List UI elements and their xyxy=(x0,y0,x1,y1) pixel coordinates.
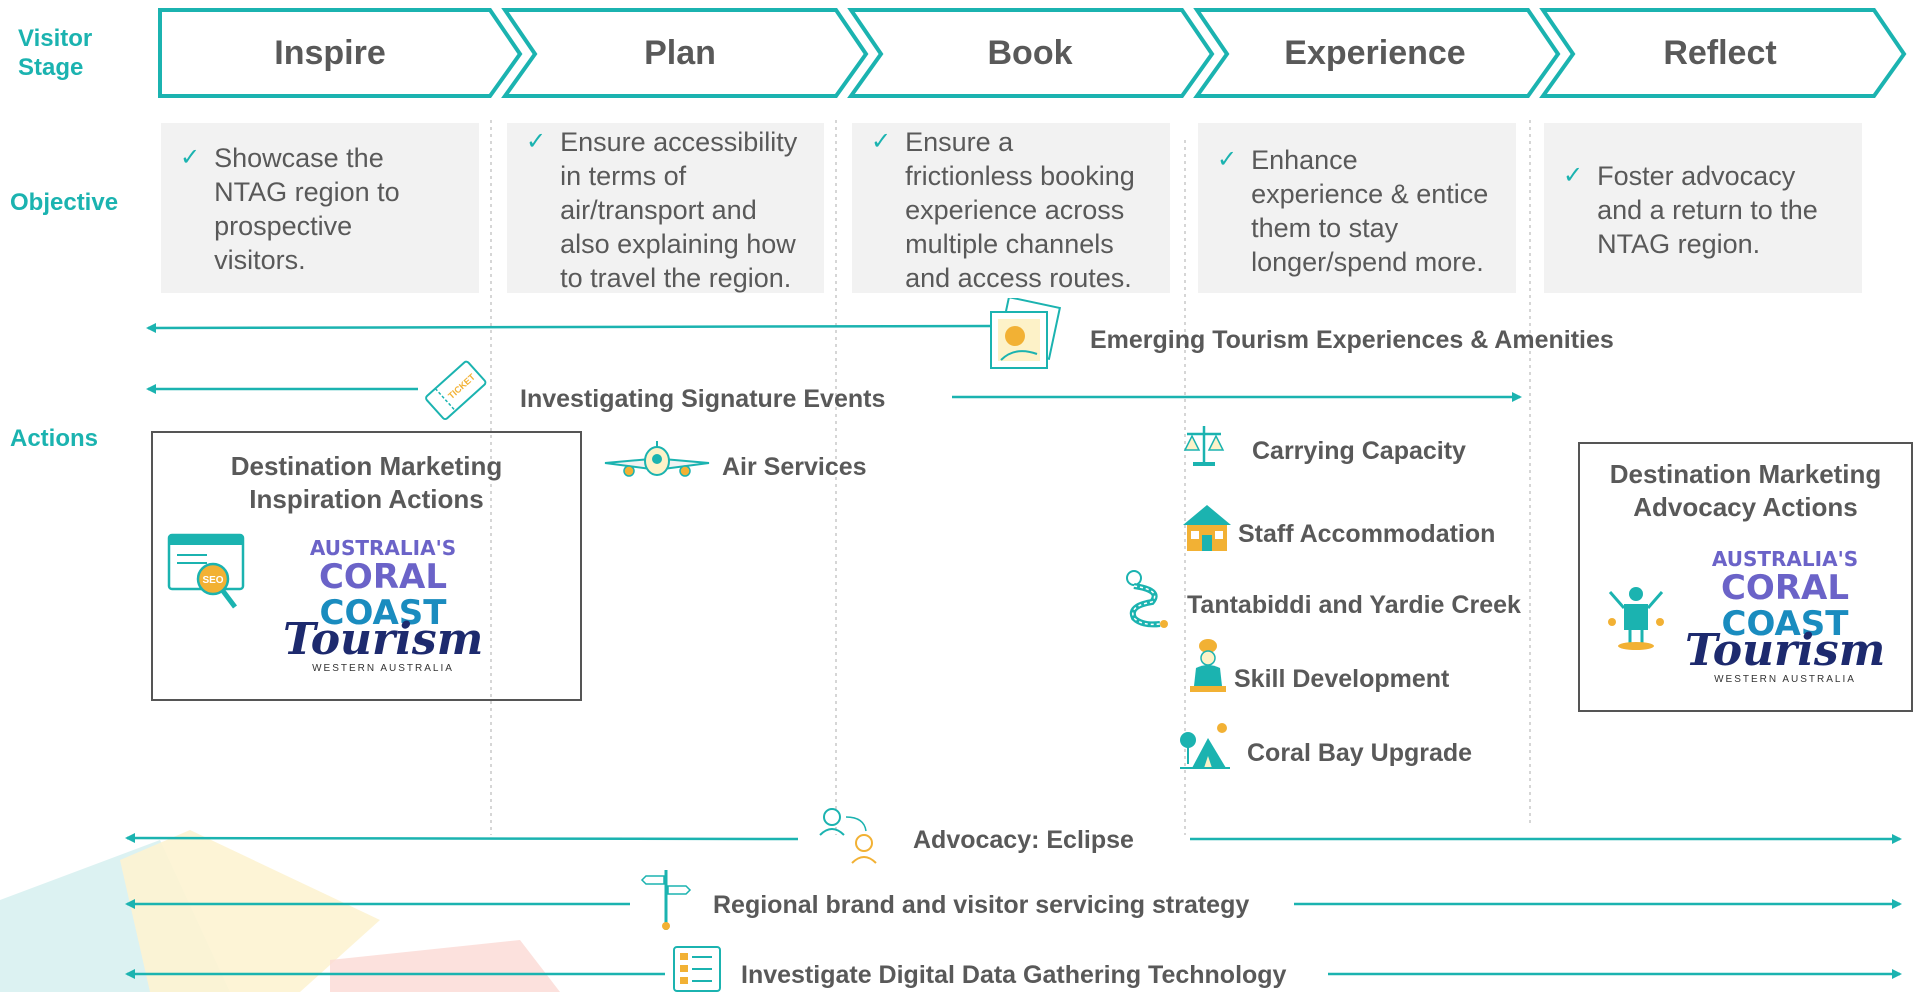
airplane-icon xyxy=(604,441,710,477)
stage-chevrons xyxy=(158,8,1907,98)
advocacy-actions-box: Destination Marketing Advocacy Actions A… xyxy=(1578,442,1913,712)
checklist-icon xyxy=(673,946,721,992)
winding-road-icon xyxy=(1126,570,1168,628)
tourism-wa-logo: Tourism WESTERN AUSTRALIA xyxy=(1685,625,1886,686)
stage-chevron-experience xyxy=(1193,8,1561,98)
action-digital-data: Investigate Digital Data Gathering Techn… xyxy=(741,961,1287,989)
house-icon xyxy=(1183,505,1231,551)
action-carrying-capacity: Carrying Capacity xyxy=(1252,437,1466,465)
visitor-stage-label: Visitor Stage xyxy=(18,25,93,81)
action-advocacy-eclipse: Advocacy: Eclipse xyxy=(913,826,1134,854)
stage-experience: Experience xyxy=(1284,34,1466,72)
action-skill-development: Skill Development xyxy=(1234,665,1450,693)
action-emerging-tourism: Emerging Tourism Experiences & Amenities xyxy=(1090,326,1614,354)
stage-plan: Plan xyxy=(644,34,716,72)
inspiration-box-title: Destination Marketing Inspiration Action… xyxy=(230,451,503,514)
stage-reflect: Reflect xyxy=(1663,34,1777,72)
stage-chevron-reflect xyxy=(1539,8,1907,98)
stage-chevron-plan xyxy=(501,8,869,98)
ticket-icon: TICKET xyxy=(425,360,487,420)
check-icon: ✓ xyxy=(1563,162,1584,189)
action-air-services: Air Services xyxy=(722,453,867,481)
action-tantabiddi: Tantabiddi and Yardie Creek xyxy=(1187,591,1521,619)
action-staff-accommodation: Staff Accommodation xyxy=(1238,520,1496,548)
coral-coast-logo: AUSTRALIA'S CORAL COAST xyxy=(1711,547,1859,644)
scales-icon xyxy=(1183,426,1225,466)
check-icon: ✓ xyxy=(1217,146,1238,173)
chef-icon xyxy=(1190,639,1226,692)
seo-icon: SEO xyxy=(167,533,245,609)
stage-chevron-inspire xyxy=(158,8,523,98)
stage-inspire: Inspire xyxy=(274,34,386,72)
background-decoration xyxy=(0,830,560,992)
advocate-icon xyxy=(1608,587,1664,650)
action-brand-strategy: Regional brand and visitor servicing str… xyxy=(713,891,1250,919)
tourism-wa-logo: Tourism WESTERN AUSTRALIA xyxy=(283,614,484,675)
check-icon: ✓ xyxy=(180,144,201,171)
coral-coast-logo: AUSTRALIA'S CORAL COAST xyxy=(309,536,457,633)
advocacy-box-title: Destination Marketing Advocacy Actions xyxy=(1609,459,1882,522)
check-icon: ✓ xyxy=(871,128,892,155)
signpost-icon xyxy=(640,870,692,930)
svg-text:SEO: SEO xyxy=(202,575,223,586)
column-separators xyxy=(490,120,1531,835)
objective-label: Objective xyxy=(10,189,119,216)
actions-label: Actions xyxy=(10,425,99,452)
action-coral-bay: Coral Bay Upgrade xyxy=(1247,739,1473,767)
people-exchange-icon xyxy=(819,808,877,864)
stage-book: Book xyxy=(987,34,1073,72)
photo-gallery-icon xyxy=(990,298,1062,369)
action-signature-events: Investigating Signature Events xyxy=(520,385,886,413)
check-icon: ✓ xyxy=(526,128,547,155)
campsite-icon xyxy=(1180,723,1230,769)
inspiration-actions-box: Destination Marketing Inspiration Action… xyxy=(151,431,582,701)
stage-chevron-book xyxy=(847,8,1215,98)
